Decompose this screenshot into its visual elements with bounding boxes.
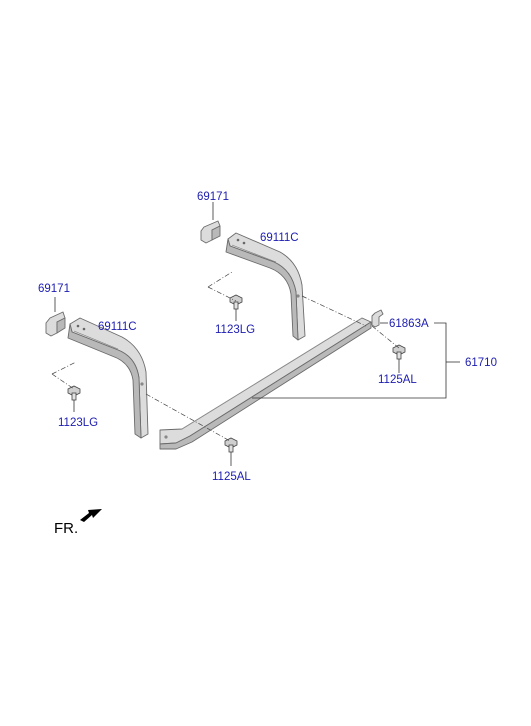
guard-69111C-front (67, 317, 149, 439)
leader-lines (73, 309, 460, 466)
label-69171-front: 69171 (38, 283, 70, 295)
guard-69111C-rear (225, 232, 306, 341)
label-1123LG-rear: 1123LG (215, 324, 255, 336)
label-1125AL-right: 1125AL (378, 374, 417, 386)
bolt-1125AL-right (392, 344, 406, 360)
bolt-1123LG-front (67, 385, 81, 401)
label-1125AL-bottom: 1125AL (212, 471, 251, 483)
assembly-lines (51, 271, 400, 442)
front-arrow-icon (80, 509, 102, 522)
label-61863A: 61863A (389, 318, 429, 330)
bracket-69171-rear (200, 220, 221, 244)
bolt-1123LG-rear (229, 294, 243, 310)
label-61710: 61710 (465, 357, 497, 369)
bracket-69171-front (45, 311, 66, 337)
label-69171-rear: 69171 (197, 191, 229, 203)
clip-61863A (371, 309, 384, 328)
label-1123LG-front: 1123LG (58, 417, 98, 429)
bolt-1125AL-bottom (224, 437, 238, 453)
label-69111C-front: 69111C (98, 321, 137, 333)
label-69111C-rear: 69111C (260, 232, 299, 244)
front-direction-label: FR. (54, 520, 78, 537)
side-rail-61710 (159, 317, 372, 450)
